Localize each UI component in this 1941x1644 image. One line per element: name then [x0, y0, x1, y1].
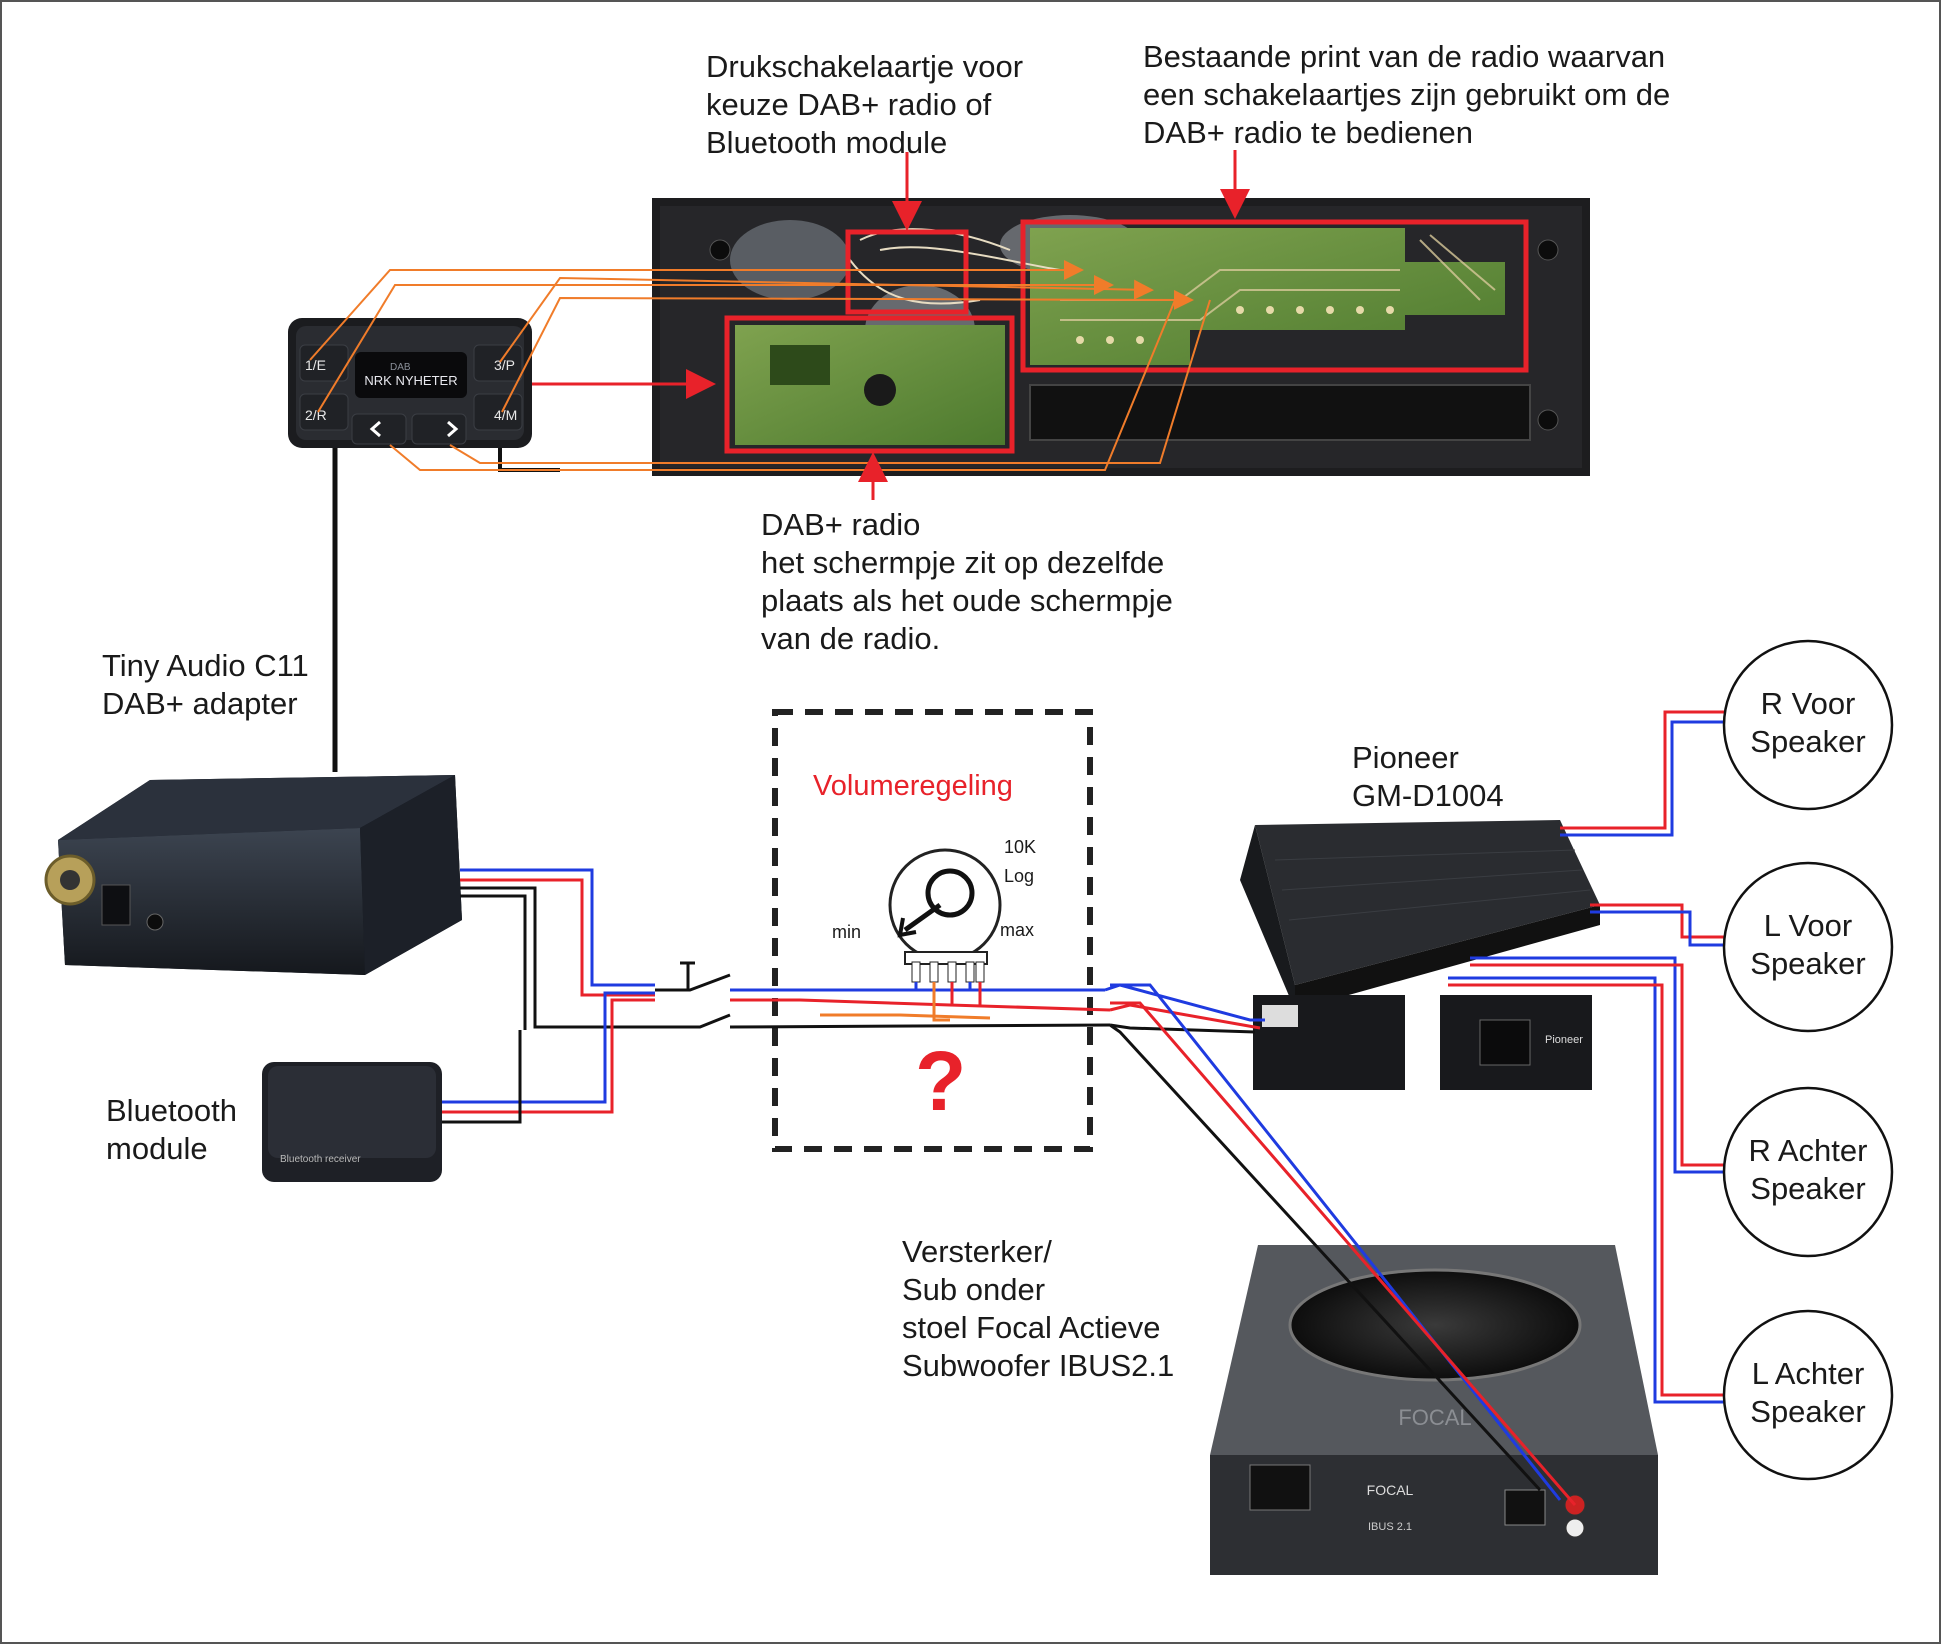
dab-note-line-1: DAB+ radio [761, 507, 920, 542]
chevron-right-icon [447, 420, 459, 438]
dab-radio-highlight [724, 315, 1015, 454]
btn-2r [299, 393, 349, 431]
sub-cone [1288, 1268, 1582, 1382]
bluetooth-label-2: module [106, 1131, 208, 1166]
speaker-r-achter-line-2: Speaker [1750, 1171, 1865, 1206]
tiny-audio-label-2: DAB+ adapter [102, 686, 298, 721]
pioneer-label-2: GM-D1004 [1352, 778, 1504, 813]
tiny-audio-label-1: Tiny Audio C11 [102, 648, 309, 683]
speaker-l-voor-line-2: Speaker [1750, 946, 1865, 981]
sub-label-3: stoel Focal Actieve [902, 1310, 1160, 1345]
speaker-r-voor-line-2: Speaker [1750, 724, 1865, 759]
display-small-label: DAB [390, 362, 411, 373]
pot-taper: Log [1004, 866, 1034, 886]
speaker-l-achter-line-1: L Achter [1752, 1356, 1865, 1391]
dab-note-line-4: van de radio. [761, 621, 940, 656]
btn-next [411, 413, 467, 445]
focal-subwoofer-box: FOCAL FOCAL IBUS 2.1 [1210, 1245, 1658, 1575]
switch-note-line-2: keuze DAB+ radio of [706, 87, 992, 122]
pcb-note-line-2: een schakelaartjes zijn gebruikt om de [1143, 77, 1670, 112]
btn-3p [473, 344, 523, 382]
pcb-highlight [1020, 219, 1529, 373]
tiny-audio-adapter-box [44, 775, 462, 975]
bluetooth-box-print: Bluetooth receiver [280, 1154, 361, 1165]
audio-wiring [442, 710, 1725, 1506]
bluetooth-label-1: Bluetooth [106, 1093, 237, 1128]
speaker-l-achter-line-2: Speaker [1750, 1394, 1865, 1429]
sub-label-4: Subwoofer IBUS2.1 [902, 1348, 1174, 1383]
dab-note-line-3: plaats als het oude schermpje [761, 583, 1173, 618]
btn-2r-label: 2/R [305, 407, 327, 423]
speaker-r-voor-line-1: R Voor [1761, 686, 1856, 721]
btn-3p-label: 3/P [494, 357, 515, 373]
question-mark: ? [915, 1034, 966, 1128]
pioneer-amplifier-box: Pioneer [1240, 820, 1600, 1090]
speaker-r-voor [1722, 639, 1894, 811]
btn-4m [473, 393, 523, 431]
sub-label-2: Sub onder [902, 1272, 1045, 1307]
sub-label-1: Versterker/ [902, 1234, 1052, 1269]
speaker-l-voor [1722, 861, 1894, 1033]
dab-display [355, 352, 467, 398]
volume-control-box [772, 709, 1093, 1152]
display-station-text: NRK NYHETER [364, 373, 457, 388]
switch-note-line-3: Bluetooth module [706, 125, 947, 160]
pioneer-rear-brand: Pioneer [1545, 1034, 1583, 1046]
btn-prev [351, 413, 407, 445]
pcb-note-line-1: Bestaande print van de radio waarvan [1143, 39, 1665, 74]
switch-note-line-1: Drukschakelaartje voor [706, 49, 1023, 84]
switch-highlight [845, 229, 969, 315]
sub-top-brand: FOCAL [1398, 1405, 1471, 1430]
sub-rear-model: IBUS 2.1 [1368, 1521, 1412, 1533]
pioneer-label-1: Pioneer [1352, 740, 1459, 775]
dab-control-unit: DAB NRK NYHETER 1/E 2/R 3/P 4/M [288, 318, 532, 448]
potentiometer [888, 848, 1002, 983]
speaker-r-achter-line-1: R Achter [1749, 1133, 1868, 1168]
pot-value: 10K [1004, 837, 1036, 857]
bluetooth-module-box: Bluetooth receiver [262, 1062, 442, 1182]
pot-max-label: max [1000, 920, 1034, 940]
btn-4m-label: 4/M [494, 407, 517, 423]
speaker-r-achter [1722, 1086, 1894, 1258]
pot-min-label: min [832, 922, 861, 942]
chevron-left-icon [369, 420, 381, 438]
dab-note-line-2: het schermpje zit op dezelfde [761, 545, 1164, 580]
speaker-l-achter [1722, 1309, 1894, 1481]
speaker-l-voor-line-1: L Voor [1764, 908, 1852, 943]
pcb-note-line-3: DAB+ radio te bedienen [1143, 115, 1473, 150]
radio-housing-photo [652, 198, 1590, 476]
sub-rear-brand: FOCAL [1367, 1482, 1414, 1498]
button-connection-arrows [309, 260, 1211, 471]
btn-1e-label: 1/E [305, 357, 326, 373]
volume-title: Volumeregeling [813, 770, 1013, 802]
